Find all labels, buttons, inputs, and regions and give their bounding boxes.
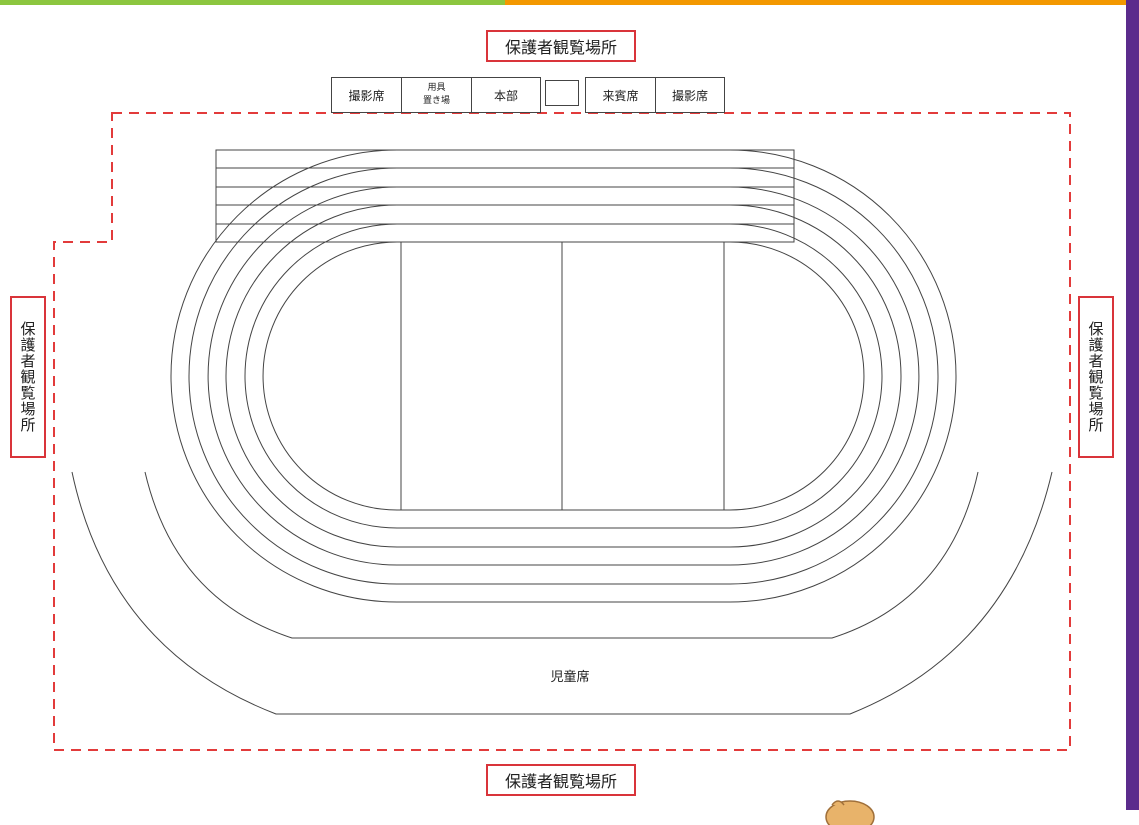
- photo-seat-right: 撮影席: [655, 77, 725, 113]
- track-straight-box: [215, 149, 795, 243]
- booth-row: 撮影席 用具 置き場 本部: [331, 77, 541, 113]
- track-lane-5: [244, 223, 883, 529]
- parent-viewing-label-bottom: 保護者観覧場所: [486, 764, 636, 796]
- top-accent-bar-orange: [505, 0, 1126, 5]
- equipment-label-line2: 置き場: [422, 96, 450, 106]
- right-edge-stripe: [1126, 0, 1139, 810]
- small-empty-booth: [545, 80, 579, 106]
- straight-lane-dividers: [216, 149, 794, 243]
- parent-viewing-label-left: 保護者観覧場所: [10, 296, 46, 458]
- top-accent-bar-green: [0, 0, 505, 5]
- track-lane-4: [225, 204, 902, 548]
- parent-viewing-label-right: 保護者観覧場所: [1078, 296, 1114, 458]
- character-mascot-icon: [825, 800, 875, 825]
- track-lane-1: [170, 149, 957, 603]
- children-seat-inner-arc: [144, 471, 979, 639]
- track-lane-2: [188, 167, 939, 585]
- booth-row-right: 来賓席 撮影席: [585, 77, 725, 113]
- track-lanes: [170, 149, 957, 603]
- track-lane-3: [207, 186, 920, 566]
- parent-viewing-label-top: 保護者観覧場所: [486, 30, 636, 62]
- parent-viewing-boundary: [53, 112, 1071, 751]
- children-seat-label: 児童席: [550, 670, 590, 685]
- guest-seat: 来賓席: [585, 77, 655, 113]
- children-seat-outer-arc: [71, 471, 1053, 715]
- track-lane-6: [262, 241, 865, 511]
- photo-seat-left: 撮影席: [331, 77, 401, 113]
- equipment-label-line1: 用具: [427, 83, 446, 93]
- equipment-storage: 用具 置き場: [401, 77, 471, 113]
- headquarters-booth: 本部: [471, 77, 541, 113]
